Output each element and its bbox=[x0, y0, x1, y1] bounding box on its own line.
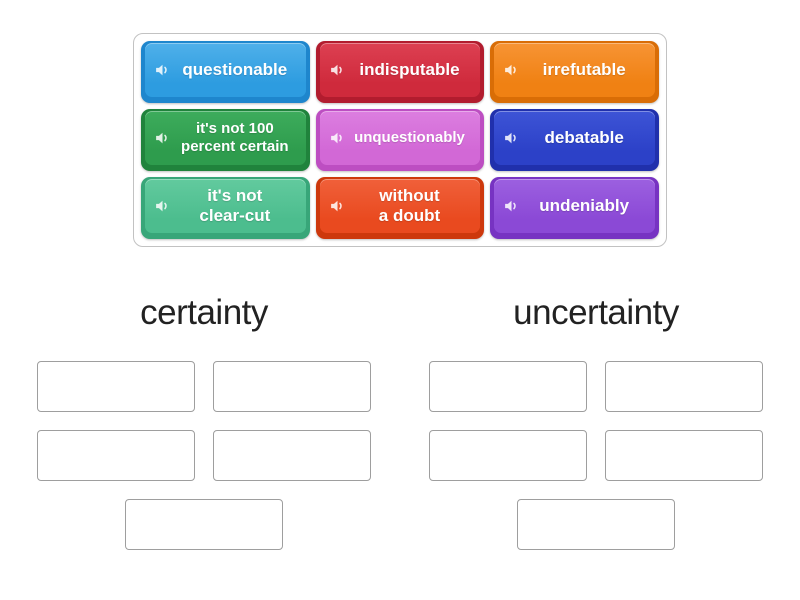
drop-slot[interactable] bbox=[429, 430, 587, 481]
tile-label: debatable bbox=[544, 127, 624, 147]
tile-label: unquestionably bbox=[354, 129, 465, 147]
word-tile-questionable[interactable]: questionable bbox=[141, 41, 310, 103]
tile-face: debatable bbox=[494, 111, 655, 165]
speaker-icon[interactable] bbox=[503, 198, 520, 215]
category-group-certainty: certainty bbox=[37, 288, 371, 550]
tile-label: without a doubt bbox=[378, 185, 441, 225]
drop-slot[interactable] bbox=[125, 499, 283, 550]
word-tile-its-not-100-percent-certain[interactable]: it's not 100 percent certain bbox=[141, 109, 310, 171]
drop-slot[interactable] bbox=[517, 499, 675, 550]
drop-slot[interactable] bbox=[37, 361, 195, 412]
tile-label: questionable bbox=[182, 59, 288, 79]
tile-face: indisputable bbox=[319, 43, 481, 97]
speaker-icon[interactable] bbox=[329, 130, 346, 147]
word-tile-without-a-doubt[interactable]: without a doubt bbox=[315, 177, 485, 239]
speaker-icon[interactable] bbox=[329, 62, 346, 79]
tile-face: unquestionably bbox=[319, 111, 481, 165]
speaker-icon[interactable] bbox=[503, 130, 520, 147]
tile-face: without a doubt bbox=[319, 179, 481, 233]
tile-label: undeniably bbox=[539, 195, 630, 215]
tile-tray: questionable indisputable irrefutable it… bbox=[133, 33, 667, 247]
speaker-icon[interactable] bbox=[154, 130, 171, 147]
word-tile-undeniably[interactable]: undeniably bbox=[490, 177, 659, 239]
speaker-icon[interactable] bbox=[329, 198, 346, 215]
tile-label: irrefutable bbox=[542, 59, 626, 79]
tile-face: undeniably bbox=[494, 179, 655, 233]
tile-face: it's not clear-cut bbox=[145, 179, 306, 233]
drop-slot[interactable] bbox=[213, 430, 371, 481]
speaker-icon[interactable] bbox=[154, 62, 171, 79]
word-tile-debatable[interactable]: debatable bbox=[490, 109, 659, 171]
tile-label: indisputable bbox=[359, 59, 460, 79]
drop-slot[interactable] bbox=[605, 430, 763, 481]
speaker-icon[interactable] bbox=[503, 62, 520, 79]
drop-slot[interactable] bbox=[605, 361, 763, 412]
word-tile-its-not-clear-cut[interactable]: it's not clear-cut bbox=[141, 177, 310, 239]
word-tile-irrefutable[interactable]: irrefutable bbox=[490, 41, 659, 103]
slot-grid bbox=[429, 361, 763, 550]
tile-label: it's not 100 percent certain bbox=[181, 120, 289, 155]
tile-face: irrefutable bbox=[494, 43, 655, 97]
drop-slot[interactable] bbox=[37, 430, 195, 481]
drop-slot[interactable] bbox=[429, 361, 587, 412]
tile-label: it's not clear-cut bbox=[199, 185, 271, 225]
category-title-uncertainty: uncertainty bbox=[513, 293, 679, 332]
tile-face: questionable bbox=[145, 43, 306, 97]
word-tile-indisputable[interactable]: indisputable bbox=[315, 41, 485, 103]
slot-grid bbox=[37, 361, 371, 550]
drop-slot[interactable] bbox=[213, 361, 371, 412]
word-tile-unquestionably[interactable]: unquestionably bbox=[315, 109, 485, 171]
speaker-icon[interactable] bbox=[154, 198, 171, 215]
category-title-certainty: certainty bbox=[140, 293, 268, 332]
tile-face: it's not 100 percent certain bbox=[145, 111, 306, 165]
category-group-uncertainty: uncertainty bbox=[429, 288, 763, 550]
